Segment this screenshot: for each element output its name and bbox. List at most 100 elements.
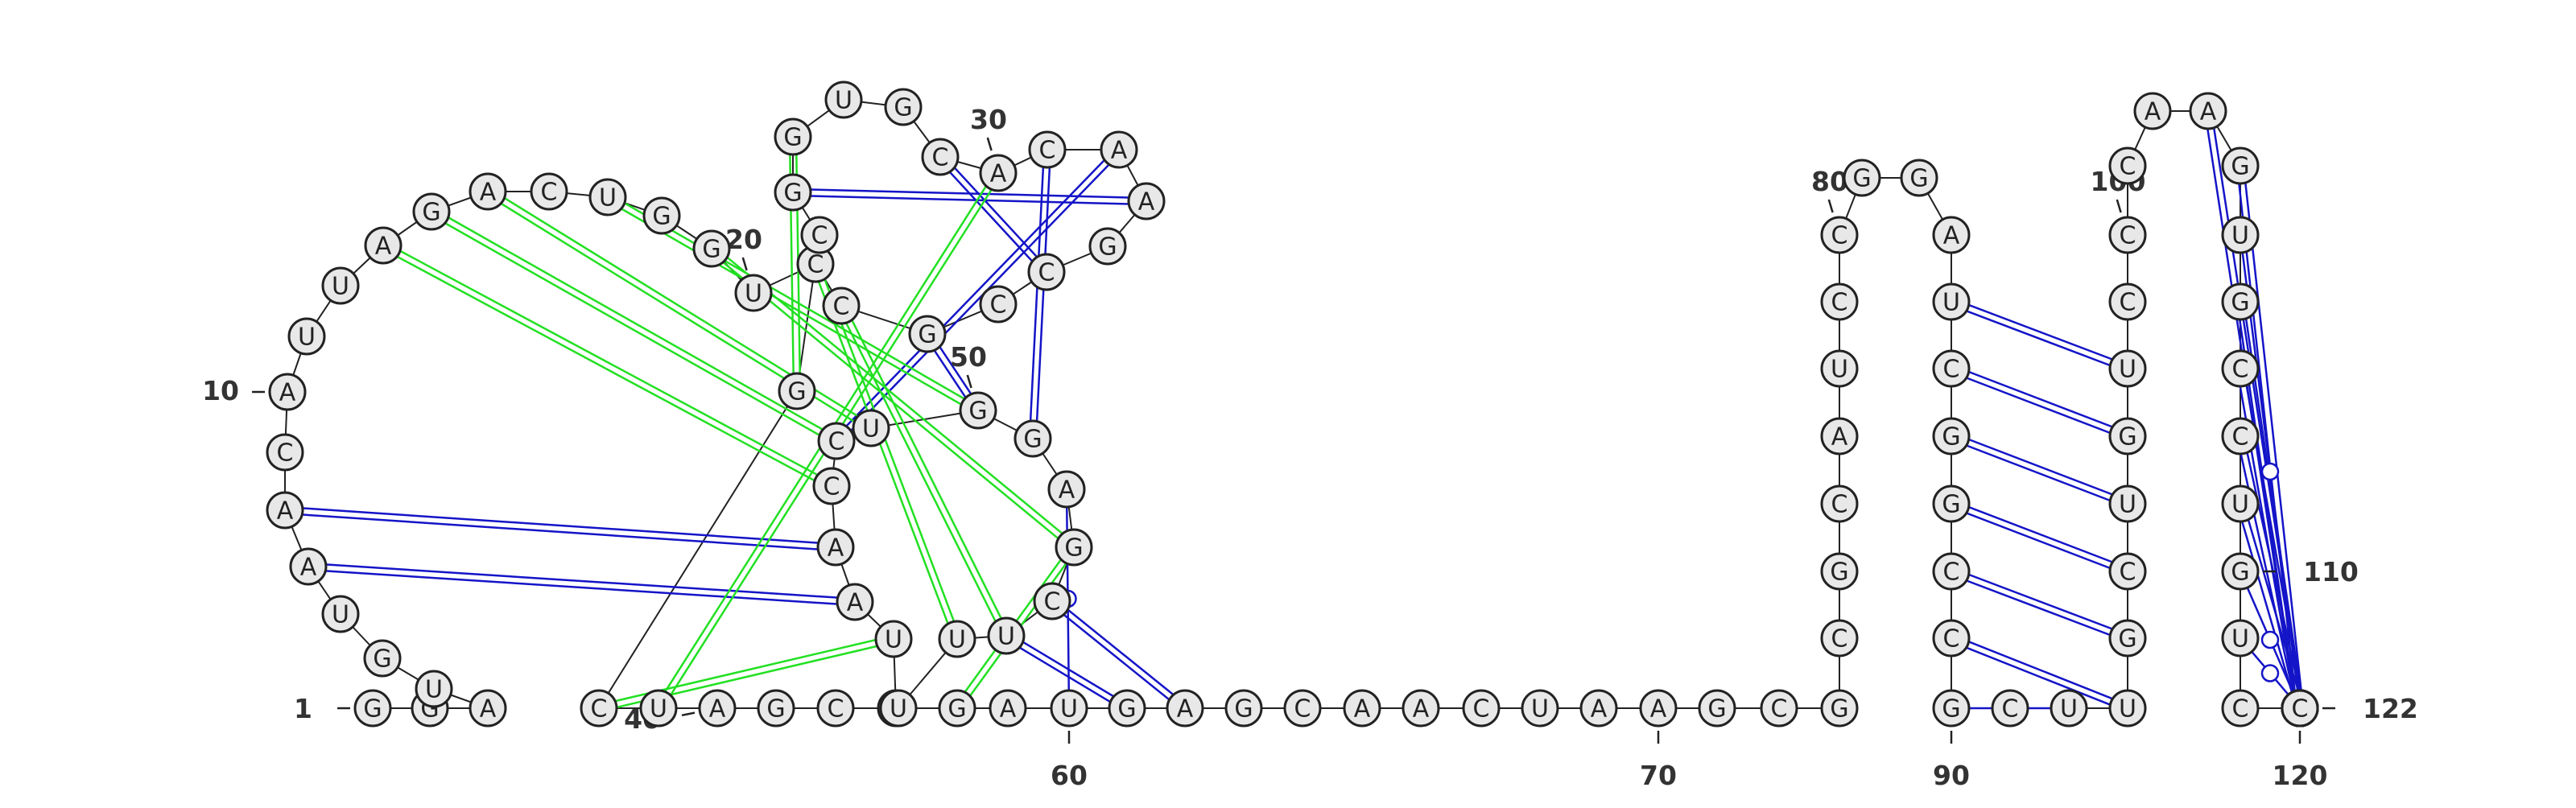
canonical-pair-line (1950, 640, 2127, 712)
nucleotide-67: C (1462, 689, 1501, 728)
noncanonical-pair-line (712, 245, 1077, 546)
nucleotide-28: A (1100, 130, 1138, 169)
nucleotide-letter: G (2231, 289, 2249, 317)
nucleotide-circle (2108, 552, 2147, 591)
nucleotide-letter: A (480, 179, 497, 207)
nucleotide-circle (1932, 689, 1971, 728)
position-number-20: 20 (725, 224, 762, 255)
nucleotide-circle (2221, 417, 2260, 456)
nucleotide-46: A (816, 528, 855, 567)
canonical-pair-line (1034, 150, 1052, 439)
nucleotide-1: G (353, 689, 392, 728)
nucleotide-letter: G (1852, 165, 1871, 193)
nucleotide-47: C (812, 467, 851, 505)
nucleotide-letter: U (650, 695, 667, 723)
nucleotide-11: U (287, 317, 326, 356)
nucleotide-letter: A (1111, 137, 1128, 165)
nucleotide-circle (812, 467, 851, 505)
nucleotide-circle (908, 315, 947, 353)
canonical-pair-line (1951, 500, 2129, 570)
nucleotide-letter: C (2120, 289, 2136, 317)
nucleotide-circle (469, 689, 507, 728)
canonical-pair-line (308, 562, 856, 600)
nucleotide-letter: A (1059, 476, 1075, 505)
position-number-90: 90 (1933, 760, 1970, 791)
nucleotide-letter: C (2002, 695, 2019, 723)
nucleotide-23: G (908, 315, 947, 353)
nucleotide-letter: G (1942, 695, 1960, 723)
nucleotide-circle (1343, 689, 1381, 728)
canonical-pair-line (937, 158, 1045, 275)
nucleotide-circle (321, 266, 360, 305)
nucleotide-circle (2221, 216, 2260, 254)
nucleotide-circle (921, 138, 960, 176)
nucleotide-80: C (1820, 216, 1859, 254)
nucleotide-circle (2221, 282, 2260, 321)
nucleotide-circle (1013, 419, 1052, 458)
nucleotide-79: C (1820, 282, 1859, 321)
nucleotide-101: C (2108, 146, 2147, 185)
nucleotide-14: G (412, 192, 451, 231)
canonical-pair-line (792, 194, 1146, 206)
canonical-pair-line (1950, 505, 2128, 575)
nucleotide-55: U (987, 616, 1026, 655)
nucleotide-circle (1283, 689, 1322, 728)
nucleotide-letter: C (828, 428, 845, 456)
canonical-pair-line (1950, 438, 2128, 508)
nucleotide-circle (2108, 146, 2147, 185)
nucleotide-letter: G (1234, 695, 1253, 723)
nucleotide-105: U (2221, 216, 2260, 254)
nucleotide-letter: G (1909, 165, 1928, 193)
nucleotide-circle (757, 689, 795, 728)
position-tick (681, 711, 696, 717)
nucleotide-82: G (1900, 159, 1938, 197)
nucleotide-letter: U (2119, 695, 2136, 723)
nucleotide-circle (2108, 484, 2147, 523)
nucleotide-letter: A (480, 695, 497, 723)
nucleotide-circle (778, 372, 816, 410)
position-number-30: 30 (970, 104, 1007, 135)
nucleotide-letter: A (1138, 188, 1155, 216)
nucleotide-circle (1027, 253, 1066, 291)
nucleotide-circle (824, 80, 863, 119)
nucleotide-circle (266, 491, 304, 530)
nucleotide-circle (469, 172, 507, 211)
nucleotide-letter: G (1942, 423, 1960, 451)
noncanonical-pair-line (811, 264, 956, 641)
nucleotide-circle (879, 689, 918, 728)
nucleotide-letter: C (277, 439, 294, 468)
nucleotide-letter: C (1943, 559, 1960, 587)
nucleotide-96: U (2108, 484, 2147, 523)
nucleotide-19: G (692, 229, 731, 268)
nucleotide-77: A (1820, 417, 1859, 456)
nucleotide-109: U (2221, 484, 2260, 523)
nucleotide-9: C (266, 433, 304, 472)
nucleotide-64: C (1283, 689, 1322, 728)
nucleotide-49: U (852, 409, 890, 447)
nucleotide-75: G (1820, 552, 1859, 591)
nucleotide-letter: A (1650, 695, 1667, 723)
nucleotide-106: G (2221, 282, 2260, 321)
canonical-pair-line (1028, 149, 1046, 439)
nucleotide-16: C (530, 172, 568, 211)
nucleotide-21: C (796, 245, 835, 283)
nucleotide-letter: G (2231, 153, 2249, 181)
nucleotide-letter: C (1038, 259, 1055, 287)
nucleotide-letter: U (1531, 695, 1549, 723)
nucleotide-94: G (2108, 619, 2147, 658)
nucleotide-letter: A (1413, 695, 1430, 723)
nucleotide-letter: G (1023, 426, 1042, 454)
nucleotide-circle (884, 88, 923, 126)
nucleotide-6: U (321, 595, 360, 633)
nucleotide-letter: C (2292, 695, 2309, 723)
nucleotide-circle (1820, 619, 1859, 658)
nucleotide-letter: C (1943, 625, 1960, 653)
nucleotide-15: A (469, 172, 507, 211)
nucleotide-circle (321, 595, 360, 633)
nucleotide-38: C (580, 689, 618, 728)
nucleotide-91: C (1991, 689, 2029, 728)
position-number-50: 50 (950, 341, 987, 373)
nucleotide-69: A (1579, 689, 1618, 728)
nucleotide-letter: G (1830, 559, 1848, 587)
nucleotide-circle (1932, 417, 1971, 456)
